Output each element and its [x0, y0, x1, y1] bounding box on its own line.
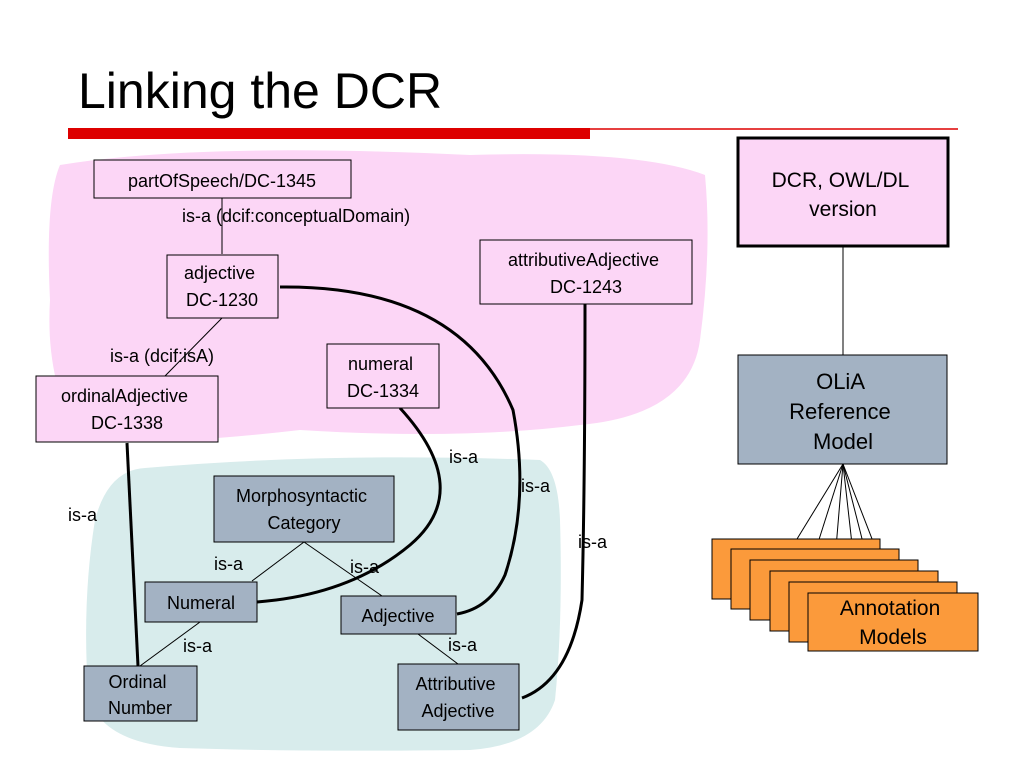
- node-olia-line-2: Reference: [789, 399, 891, 424]
- node-adjective: Adjective: [340, 595, 457, 635]
- svg-text:DCR, OWL/DL version: DCR, OWL/DL version: [772, 169, 915, 221]
- node-attributive-adjective: Attributive Adjective: [397, 663, 520, 731]
- node-numeral-label: Numeral: [167, 593, 235, 613]
- svg-text:adjective DC-1230: adjective DC-1230: [184, 263, 260, 310]
- node-attributive-adjective-dc: attributiveAdjective DC-1243: [479, 239, 693, 305]
- svg-text:Attributive Adjective: Attributive Adjective: [415, 674, 500, 721]
- node-ordinal-adjective-dc-line-2: DC-1338: [91, 413, 163, 433]
- annotation-models-stack: Annotation Models: [711, 538, 979, 652]
- label-isa-morpho-adjective: is-a: [350, 557, 380, 577]
- node-adjective-dc-line-2: DC-1230: [186, 290, 258, 310]
- annotation-models-line-2: Models: [859, 626, 927, 649]
- node-numeral-dc-line-1: numeral: [348, 354, 413, 374]
- svg-text:Morphosyntactic Category: Morphosyntactic Category: [236, 486, 372, 533]
- annotation-models-box: [807, 592, 979, 652]
- label-isa-left: is-a: [68, 505, 98, 525]
- node-attributive-adjective-dc-line-1: attributiveAdjective: [508, 250, 659, 270]
- edge-labels: is-a (dcif:conceptualDomain) is-a (dcif:…: [68, 206, 608, 656]
- svg-text:attributiveAdjective DC-: attributiveAdjective DC-1243: [508, 250, 664, 297]
- node-attributive-adjective-dc-line-2: DC-1243: [550, 277, 622, 297]
- node-ordinal-number-line-1: Ordinal: [108, 672, 166, 692]
- title-underline: [68, 128, 958, 139]
- label-isa-attributive: is-a: [578, 532, 608, 552]
- label-isa-attributive-adjective: is-a: [448, 635, 478, 655]
- label-isa-morpho-numeral: is-a: [214, 554, 244, 574]
- edge-numeral-morpho: [251, 541, 305, 582]
- node-ordinal-number: Ordinal Number: [83, 665, 198, 722]
- node-morphosyntactic-category: Morphosyntactic Category: [213, 475, 395, 543]
- node-attributive-adjective-line-2: Adjective: [421, 701, 494, 721]
- node-dcr-owl: DCR, OWL/DL version: [736, 136, 950, 248]
- label-isa-ordinal-numeral: is-a: [183, 636, 213, 656]
- edge-ordinalnumber-numeral: [139, 621, 201, 667]
- node-morphosyntactic-line-2: Category: [267, 513, 340, 533]
- edge-attributive-adjective: [417, 633, 459, 665]
- edge-adjective-morpho: [303, 541, 383, 597]
- annotation-models-line-1: Annotation: [840, 597, 940, 620]
- node-attributive-adjective-line-1: Attributive: [415, 674, 495, 694]
- node-adjective-dc-line-1: adjective: [184, 263, 255, 283]
- node-adjective-dc: adjective DC-1230: [166, 254, 279, 319]
- svg-text:OLiA Reference Mod: OLiA Reference Model: [789, 369, 897, 454]
- edge-ordinal-adjective: [164, 317, 223, 377]
- link-ordinal-number: [125, 442, 140, 667]
- label-conceptual-domain: is-a (dcif:conceptualDomain): [182, 206, 410, 226]
- node-ordinal-number-line-2: Number: [108, 698, 172, 718]
- node-morphosyntactic-line-1: Morphosyntactic: [236, 486, 367, 506]
- node-numeral-dc-line-2: DC-1334: [347, 381, 419, 401]
- node-ordinal-adjective-dc-line-1: ordinalAdjective: [61, 386, 188, 406]
- link-adjective-adjective: [279, 285, 522, 616]
- thin-links: [139, 198, 844, 667]
- svg-text:ordinalAdjective DC-1338: ordinalAdjective DC-1338: [61, 386, 193, 433]
- label-dcif-isa: is-a (dcif:isA): [110, 346, 214, 366]
- link-attributive-attributive: [521, 303, 587, 700]
- label-isa-adjective: is-a: [521, 476, 551, 496]
- slide-title: Linking the DCR: [78, 63, 443, 119]
- node-olia-line-3: Model: [813, 429, 873, 454]
- node-ordinal-adjective-dc: ordinalAdjective DC-1338: [35, 375, 219, 443]
- link-numeral-numeral: [256, 406, 442, 604]
- label-isa-numeral: is-a: [449, 447, 479, 467]
- node-partofspeech: partOfSpeech/DC-1345: [93, 159, 352, 199]
- svg-text:Annotation Models: Annotation Models: [840, 597, 946, 649]
- node-numeral: Numeral: [144, 581, 258, 623]
- svg-text:numeral DC-1334: numeral DC-1334: [347, 354, 419, 401]
- node-olia: OLiA Reference Model: [737, 354, 948, 465]
- node-numeral-dc: numeral DC-1334: [326, 343, 440, 409]
- thick-links: [125, 285, 587, 700]
- node-dcr-owl-line-2: version: [809, 198, 877, 221]
- svg-text:Ordinal Number: Ordinal Number: [108, 672, 172, 718]
- node-adjective-label: Adjective: [361, 606, 434, 626]
- node-olia-line-1: OLiA: [816, 369, 865, 394]
- node-dcr-owl-line-1: DCR, OWL/DL: [772, 169, 909, 192]
- node-partofspeech-label: partOfSpeech/DC-1345: [128, 171, 316, 191]
